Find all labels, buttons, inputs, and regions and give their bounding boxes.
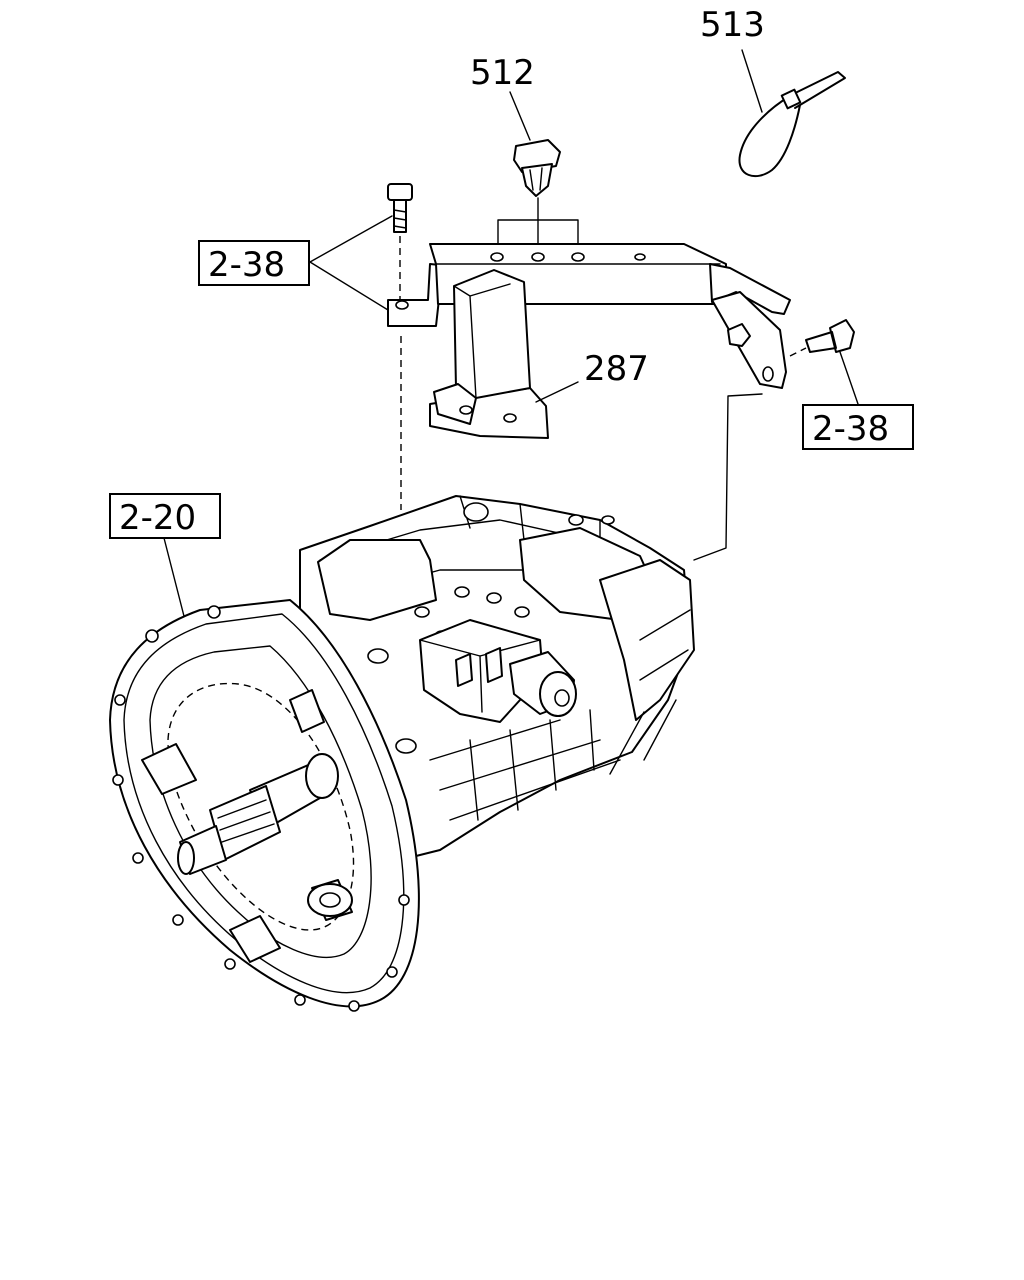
bell-housing: [109, 599, 420, 1012]
bolt-left: [387, 183, 413, 300]
callout-287: 287: [584, 349, 649, 389]
leader-513: [741, 49, 763, 113]
bolt-right: [789, 319, 855, 357]
callout-box-2-38-left: [198, 240, 310, 286]
leader-287: [535, 381, 579, 403]
leader-512-fan: [497, 197, 579, 251]
leader-2-38-left: [309, 215, 393, 311]
clip-part-512: [513, 139, 561, 197]
mount-part-287: [429, 269, 549, 439]
callout-box-2-20: [109, 493, 221, 539]
callout-box-2-38-right: [802, 404, 914, 450]
cable-tie-part-513: [738, 71, 846, 178]
leader-2-20: [163, 537, 187, 625]
callout-2-38-left: 2-38: [208, 245, 285, 285]
leader-2-38-right: [839, 351, 859, 405]
callout-2-38-right: 2-38: [812, 409, 889, 449]
callout-512: 512: [470, 53, 535, 93]
callout-2-20: 2-20: [119, 498, 196, 538]
transmission-assembly: [299, 495, 695, 861]
leader-512: [509, 91, 531, 141]
callout-513: 513: [700, 5, 765, 45]
